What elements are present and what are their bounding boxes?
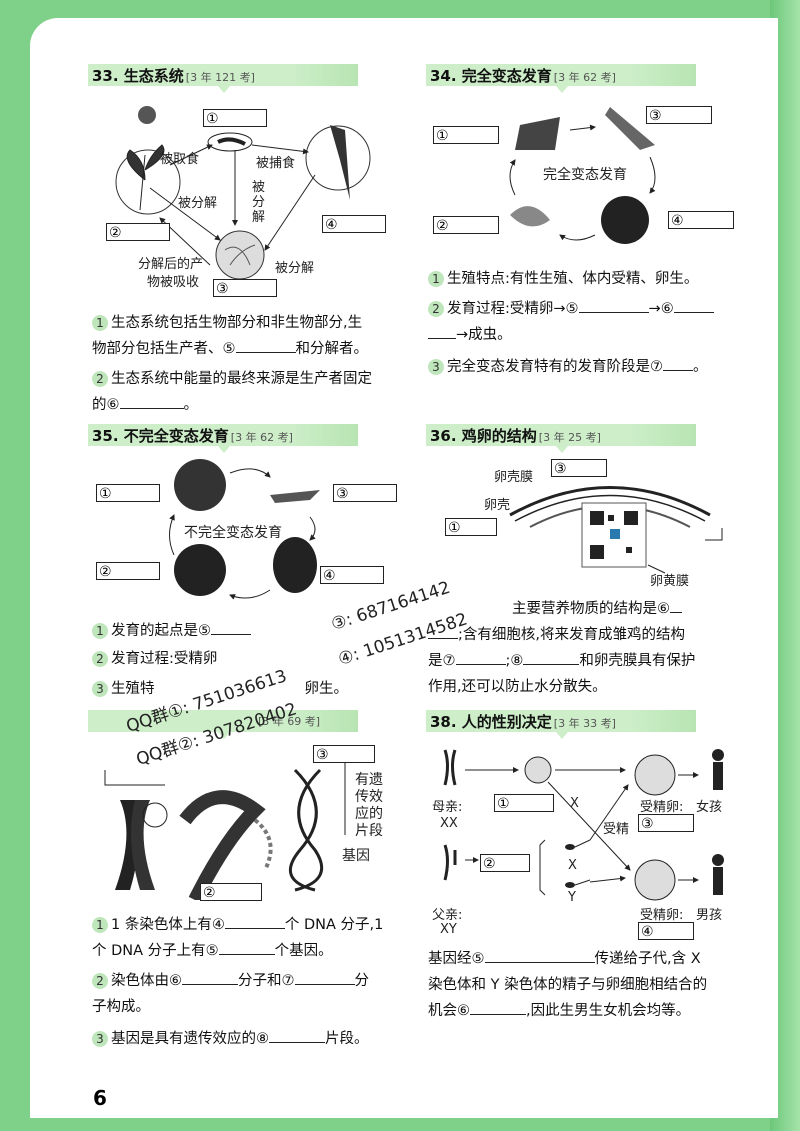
section-36-header: 36. 鸡卵的结构[3 年 25 考]: [426, 424, 696, 446]
label-fenjie-vertical: 被分解: [252, 180, 266, 225]
label-y: Y: [568, 890, 576, 905]
section-33-header: 33. 生态系统[3 年 121 考]: [88, 64, 358, 86]
s38-box-2: ②: [480, 854, 530, 872]
label-qushi: 被取食: [160, 148, 199, 167]
s34-center-label: 完全变态发育: [543, 164, 627, 184]
section-38-title: 38. 人的性别决定: [430, 713, 552, 731]
section-33-tag: [3 年 121 考]: [186, 71, 255, 84]
label-fenjie-2: 被分解: [275, 257, 314, 276]
section-34-header: 34. 完全变态发育[3 年 62 考]: [426, 64, 696, 86]
section-33-title: 33. 生态系统: [92, 67, 184, 85]
s38-box-1: ①: [494, 794, 554, 812]
section-34-title: 34. 完全变态发育: [430, 67, 552, 85]
label-boy: 男孩: [696, 904, 722, 923]
label-shell: 卵壳: [484, 494, 510, 513]
s33-box-3: ③: [213, 279, 277, 297]
s37-box-2: ②: [200, 883, 262, 901]
label-gene: 基因: [342, 845, 370, 865]
page-number: 6: [93, 1086, 107, 1110]
label-buzhuo: 被捕食: [256, 152, 295, 171]
s36-box-1: ①: [445, 518, 497, 536]
label-shell-membrane: 卵壳膜: [494, 466, 533, 485]
s35-center-label: 不完全变态发育: [184, 522, 282, 542]
s33-box-2: ②: [106, 223, 170, 241]
s34-box-3: ③: [646, 106, 712, 124]
label-girl: 女孩: [696, 796, 722, 815]
label-x-1: X: [570, 796, 579, 811]
s34-box-1: ①: [433, 126, 499, 144]
label-fenjie-1: 被分解: [178, 192, 217, 211]
s38-box-4: ④: [638, 922, 694, 940]
label-egg-2: 受精卵:: [640, 904, 683, 923]
s35-box-3: ③: [333, 484, 397, 502]
s37-box-3: ③: [313, 745, 375, 763]
section-36-title: 36. 鸡卵的结构: [430, 427, 537, 445]
label-egg-1: 受精卵:: [640, 796, 683, 815]
s36-box-3: ③: [551, 459, 607, 477]
label-genetic-segment: 有遗传效应的片段: [355, 772, 383, 840]
s35-box-4: ④: [320, 566, 384, 584]
label-father: 父亲:: [432, 904, 462, 923]
label-chanwu-2: 物被吸收: [147, 271, 199, 290]
s34-box-4: ④: [668, 211, 734, 229]
label-mother: 母亲:: [432, 796, 462, 815]
s33-box-4: ④: [322, 215, 386, 233]
section-35-header: 35. 不完全变态发育[3 年 62 考]: [88, 424, 358, 446]
s34-box-2: ②: [433, 216, 499, 234]
label-xy: XY: [440, 922, 457, 937]
s35-box-1: ①: [96, 484, 160, 502]
s33-box-1: ①: [203, 109, 267, 127]
s38-box-3: ③: [638, 814, 694, 832]
label-x-2: X: [568, 858, 577, 873]
section-35-title: 35. 不完全变态发育: [92, 427, 229, 445]
label-yolk-membrane: 卵黄膜: [650, 570, 689, 589]
section-38-header: 38. 人的性别决定[3 年 33 考]: [426, 710, 696, 732]
label-shoujing: 受精: [603, 818, 629, 837]
s35-box-2: ②: [96, 562, 160, 580]
label-chanwu: 分解后的产: [138, 253, 203, 272]
label-xx: XX: [440, 816, 458, 831]
